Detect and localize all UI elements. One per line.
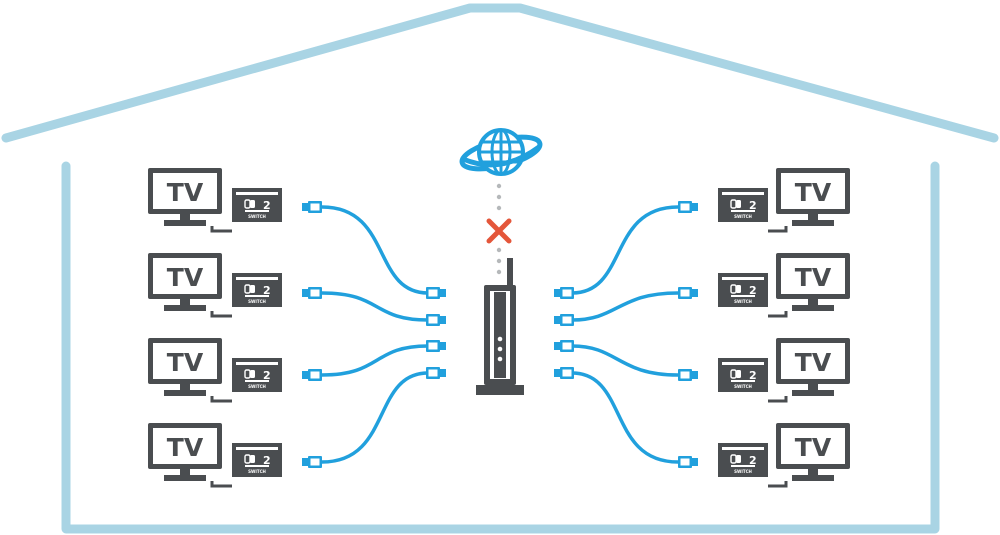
internet-connection-dots xyxy=(496,183,502,275)
tv-label: TV xyxy=(795,178,832,207)
svg-text:SWITCH: SWITCH xyxy=(734,469,752,474)
svg-text:2: 2 xyxy=(263,454,271,467)
house-walls xyxy=(61,161,940,534)
cable-right-3 xyxy=(570,344,680,377)
station-right-2: 2 SWITCH TV xyxy=(717,253,850,318)
svg-text:SWITCH: SWITCH xyxy=(248,214,266,219)
console-icon: 2 SWITCH xyxy=(231,357,283,393)
tv-label: TV xyxy=(795,263,832,292)
tv-label: TV xyxy=(167,178,204,207)
console-icon: 2 SWITCH xyxy=(717,187,769,223)
svg-text:SWITCH: SWITCH xyxy=(248,299,266,304)
station-left-2: TV 2 SWITCH xyxy=(148,253,283,318)
station-right-3: 2 SWITCH TV xyxy=(717,338,850,403)
globe-icon xyxy=(459,128,543,176)
cable-left-1 xyxy=(320,205,430,295)
console-icon: 2 SWITCH xyxy=(717,442,769,478)
station-right-4: 2 SWITCH TV xyxy=(717,423,850,488)
router-icon xyxy=(476,258,524,395)
house-roof xyxy=(1,3,999,143)
svg-text:SWITCH: SWITCH xyxy=(248,384,266,389)
svg-text:2: 2 xyxy=(749,454,757,467)
house-outline xyxy=(1,3,999,534)
svg-text:2: 2 xyxy=(263,369,271,382)
station-left-1: TV 2 SWITCH xyxy=(148,168,283,233)
cable-right-4 xyxy=(570,371,680,464)
svg-text:SWITCH: SWITCH xyxy=(734,214,752,219)
svg-text:2: 2 xyxy=(749,199,757,212)
console-icon: 2 SWITCH xyxy=(717,357,769,393)
console-icon: 2 SWITCH xyxy=(231,187,283,223)
station-right-1: 2 SWITCH TV xyxy=(717,168,850,233)
left-stations: TV 2 SWITCH TV 2 SWITCH TV 2 xyxy=(148,168,283,488)
tv-label: TV xyxy=(167,348,204,377)
cable-right-2 xyxy=(570,291,680,322)
svg-text:2: 2 xyxy=(749,284,757,297)
tv-label: TV xyxy=(795,433,832,462)
station-left-3: TV 2 SWITCH xyxy=(148,338,283,403)
console-icon: 2 SWITCH xyxy=(231,442,283,478)
cable-left-4 xyxy=(320,371,430,464)
svg-text:2: 2 xyxy=(263,199,271,212)
console-icon: 2 SWITCH xyxy=(231,272,283,308)
station-left-4: TV 2 SWITCH xyxy=(148,423,283,488)
console-icon: 2 SWITCH xyxy=(717,272,769,308)
cable-left-2 xyxy=(320,291,430,322)
svg-text:SWITCH: SWITCH xyxy=(248,469,266,474)
svg-text:2: 2 xyxy=(263,284,271,297)
svg-text:2: 2 xyxy=(749,369,757,382)
tv-label: TV xyxy=(795,348,832,377)
cross-icon xyxy=(486,218,512,244)
svg-text:SWITCH: SWITCH xyxy=(734,384,752,389)
ethernet-cables xyxy=(320,205,680,464)
cable-right-1 xyxy=(570,205,680,295)
right-stations: 2 SWITCH TV 2 SWITCH TV 2 xyxy=(717,168,850,488)
tv-label: TV xyxy=(167,263,204,292)
tv-label: TV xyxy=(167,433,204,462)
cable-left-3 xyxy=(320,344,430,377)
svg-text:SWITCH: SWITCH xyxy=(734,299,752,304)
